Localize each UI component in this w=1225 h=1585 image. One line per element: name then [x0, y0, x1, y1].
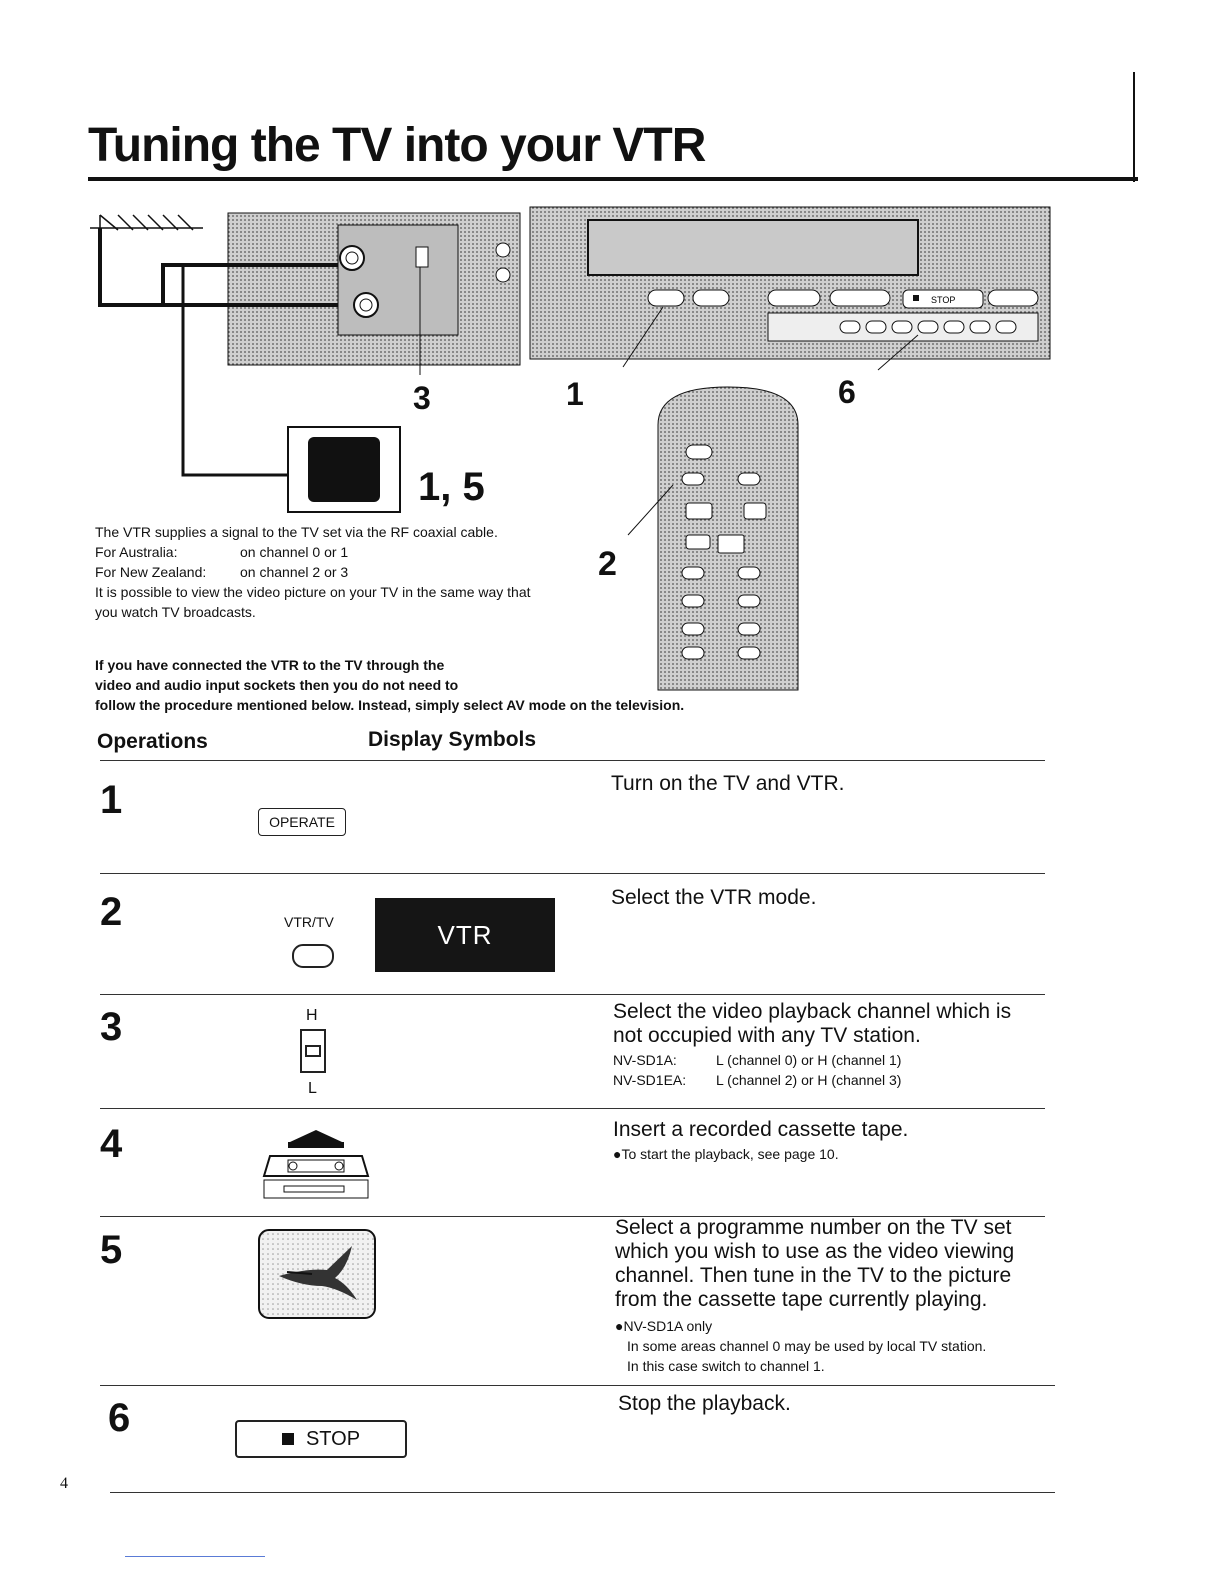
callout-3: 3 — [413, 380, 431, 416]
page-title: Tuning the TV into your VTR — [88, 119, 706, 172]
step-rule — [100, 1108, 1045, 1109]
page-edge-line — [1133, 72, 1135, 182]
step-3-number: 3 — [100, 1005, 123, 1049]
switch-h-label: H — [306, 1007, 318, 1024]
step-rule — [100, 994, 1045, 995]
new-zealand-value: on channel 2 or 3 — [240, 564, 349, 580]
remote-control-icon — [627, 386, 799, 691]
step-rule — [100, 1385, 1055, 1386]
callout-2: 2 — [598, 545, 617, 583]
switch-l-label: L — [308, 1080, 317, 1097]
page-number: 4 — [60, 1475, 68, 1492]
operations-heading: Operations — [97, 730, 208, 753]
step-4-text: Insert a recorded cassette tape. — [613, 1118, 909, 1141]
callout-1: 1 — [566, 376, 584, 412]
step-4-note: ●To start the playback, see page 10. — [613, 1146, 839, 1162]
header-rule — [100, 760, 1045, 761]
vtr-rear-panel — [227, 212, 521, 366]
vtr-front-panel: STOP — [529, 206, 1051, 371]
australia-label: For Australia: — [95, 544, 178, 560]
step-6-number: 6 — [108, 1396, 131, 1440]
vtr-display-symbol: VTR — [375, 898, 555, 972]
title-rule — [88, 177, 1138, 181]
step-2-text: Select the VTR mode. — [611, 886, 817, 909]
stop-button-symbol: STOP — [235, 1420, 407, 1458]
intro-line-2: It is possible to view the video picture… — [95, 584, 531, 620]
australia-value: on channel 0 or 1 — [240, 544, 349, 560]
tv-picture-icon — [258, 1229, 376, 1319]
callout-6: 6 — [838, 374, 856, 410]
bottom-rule — [110, 1492, 1055, 1493]
stop-icon — [281, 1433, 294, 1445]
step-5-notes: ●NV-SD1A only In some areas channel 0 ma… — [615, 1318, 987, 1374]
step-2-number: 2 — [100, 890, 123, 934]
step-3-text: Select the video playback channel which … — [613, 1000, 1012, 1047]
intro-line-1: The VTR supplies a signal to the TV set … — [95, 524, 498, 540]
vtr-tv-label: VTR/TV — [284, 914, 334, 930]
step-5-number: 5 — [100, 1228, 123, 1272]
step-4-number: 4 — [100, 1122, 123, 1166]
channel-switch-symbol — [300, 1029, 326, 1073]
intro-text: The VTR supplies a signal to the TV set … — [95, 522, 545, 622]
step-5-text: Select a programme number on the TV set … — [615, 1216, 1015, 1311]
connection-illustration: STOP 3 1 6 1, 5 2 — [90, 206, 1051, 691]
step-1-number: 1 — [100, 778, 123, 822]
av-mode-note: If you have connected the VTR to the TV … — [95, 657, 685, 713]
antenna-icon — [90, 214, 203, 307]
operate-button-symbol: OPERATE — [258, 808, 346, 836]
step-rule — [100, 873, 1045, 874]
display-symbols-heading: Display Symbols — [368, 728, 537, 751]
step-6-text: Stop the playback. — [618, 1392, 791, 1415]
svg-text:STOP: STOP — [931, 295, 955, 305]
step-3-models: NV-SD1A:L (channel 0) or H (channel 1) N… — [613, 1052, 902, 1088]
vtr-tv-button-symbol — [292, 944, 334, 968]
scan-artifact-line — [125, 1556, 265, 1557]
callout-1-5: 1, 5 — [418, 465, 485, 509]
new-zealand-label: For New Zealand: — [95, 564, 207, 580]
tv-icon — [287, 426, 401, 513]
cassette-insert-icon — [262, 1130, 370, 1199]
step-1-text: Turn on the TV and VTR. — [611, 772, 845, 795]
step-rule — [100, 1216, 1045, 1217]
